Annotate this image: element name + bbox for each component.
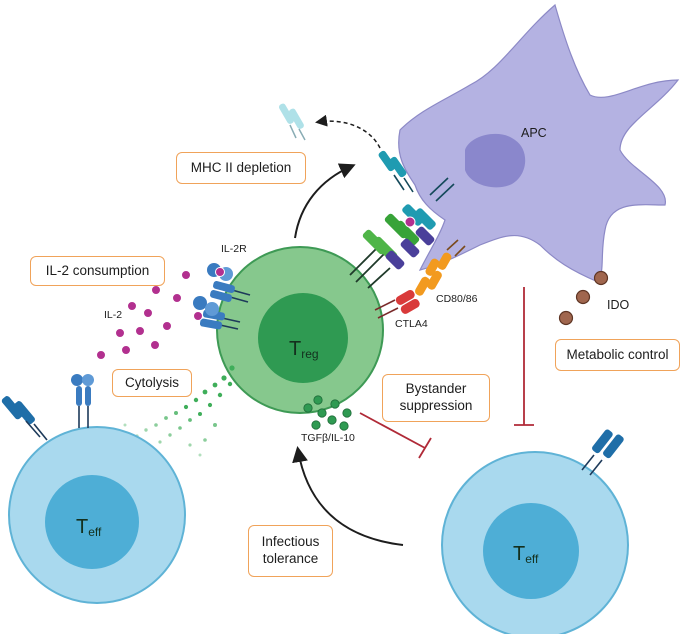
dashed-arrow	[315, 114, 381, 149]
ido-particles	[558, 270, 609, 326]
teff-left-label: Teff	[76, 516, 102, 539]
cytolysis-granules	[123, 365, 235, 457]
il2r-receptor-icon	[193, 263, 251, 330]
mhc-depletion-arrow	[294, 163, 356, 239]
apc-label: APC	[521, 126, 547, 140]
infectious-box: Infectious tolerance	[248, 525, 333, 577]
shed-mhc-icon	[279, 103, 306, 141]
metabolic-inhibition-line	[514, 287, 534, 426]
ido-label: IDO	[607, 298, 630, 312]
tgfb-il10-particles	[303, 395, 352, 431]
apc-mhc-icon	[378, 150, 414, 193]
treg-label: Treg	[289, 338, 319, 361]
infectious-tolerance-arrow	[292, 446, 404, 546]
teff-left-tcr-icon	[1, 396, 48, 441]
ctla4-label: CTLA4	[395, 318, 428, 330]
il2-particles	[96, 270, 191, 360]
tcr-mhc-complex	[349, 177, 455, 289]
metabolic-box: Metabolic control	[555, 339, 680, 371]
treg-cell	[216, 246, 384, 414]
il2r-label: IL-2R	[221, 243, 247, 255]
cytolysis-box: Cytolysis	[112, 369, 192, 397]
mhc-depletion-box: MHC II depletion	[176, 152, 306, 184]
bystander-box: Bystander suppression	[382, 374, 490, 422]
bystander-inhibition-line	[359, 412, 432, 459]
il2-consumption-box: IL-2 consumption	[30, 256, 165, 286]
teff-left-il2r-icon	[71, 374, 94, 428]
teff-right-tcr-icon	[581, 429, 624, 476]
teff-right-label: Teff	[513, 543, 539, 566]
teff-right-cell	[441, 451, 629, 634]
tgfb-il10-label: TGFβ/IL-10	[301, 432, 355, 444]
cd80-86-label: CD80/86	[436, 293, 478, 305]
apc-cell	[398, 3, 680, 283]
cd80-ctla4-complex	[374, 239, 466, 319]
il2-label: IL-2	[104, 309, 123, 321]
teff-left-cell	[8, 426, 186, 604]
